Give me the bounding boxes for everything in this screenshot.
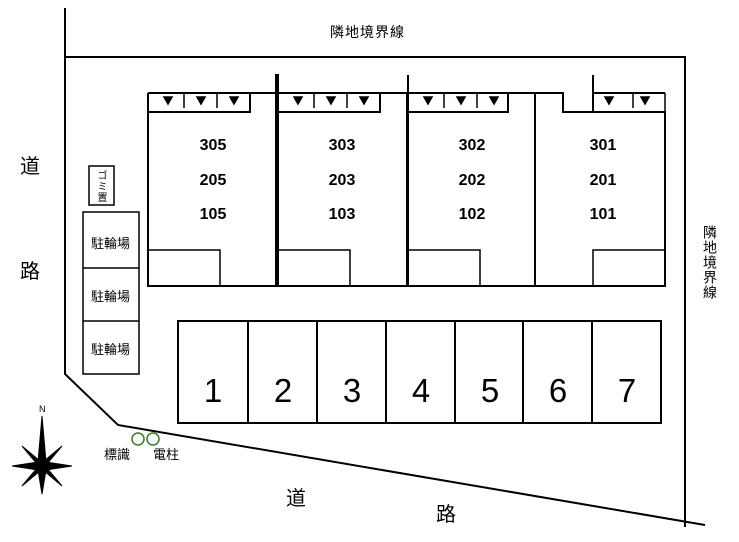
neighbor-boundary-right-label: 隣地境界線 xyxy=(702,225,718,300)
parking-space-number: 7 xyxy=(617,372,637,409)
entrance-markers xyxy=(148,92,666,112)
trash-area-box xyxy=(88,165,115,206)
sign-marker xyxy=(131,432,145,446)
unit-number: 301 xyxy=(589,137,617,154)
neighbor-boundary-top-label: 隣地境界線 xyxy=(330,24,405,40)
compass-rose xyxy=(11,415,73,495)
unit-number: 103 xyxy=(328,206,356,223)
parking-space-number: 2 xyxy=(273,372,293,409)
unit-number: 102 xyxy=(458,206,486,223)
parking-space-number: 4 xyxy=(411,372,431,409)
road-left-char-2: 路 xyxy=(20,261,40,283)
utility-pole-label: 電柱 xyxy=(153,447,180,462)
unit-number: 302 xyxy=(458,137,486,154)
road-left-char-1: 道 xyxy=(20,156,40,178)
site-left-boundary xyxy=(64,57,706,526)
parking-space-number: 6 xyxy=(548,372,568,409)
unit-number: 202 xyxy=(458,172,486,189)
unit-number: 203 xyxy=(328,172,356,189)
bicycle-parking-label-3: 駐輪場 xyxy=(90,342,130,357)
balcony-2 xyxy=(277,249,351,287)
unit-number: 305 xyxy=(199,137,227,154)
bicycle-parking-label-1: 駐輪場 xyxy=(90,236,130,251)
bicycle-parking-label-2: 駐輪場 xyxy=(90,289,130,304)
balcony-3 xyxy=(407,249,481,287)
trash-area-label: ゴミ置 xyxy=(95,170,106,203)
unit-number: 101 xyxy=(589,206,617,223)
balcony-4 xyxy=(592,249,666,287)
bicycle-parking-outline xyxy=(82,211,140,375)
site-boundary-line xyxy=(64,8,686,527)
compass-north-label: N xyxy=(39,404,46,414)
road-bottom-char-2: 路 xyxy=(436,504,456,526)
unit-number: 201 xyxy=(589,172,617,189)
balcony-1 xyxy=(147,249,221,287)
unit-number: 303 xyxy=(328,137,356,154)
sign-label: 標識 xyxy=(104,447,131,462)
road-bottom-char-1: 道 xyxy=(286,488,306,510)
parking-space-number: 3 xyxy=(342,372,362,409)
parking-space-number: 1 xyxy=(203,372,223,409)
parking-space-number: 5 xyxy=(480,372,500,409)
unit-number: 205 xyxy=(199,172,227,189)
unit-number: 105 xyxy=(199,206,227,223)
utility-pole-marker xyxy=(146,432,160,446)
parking-area xyxy=(177,320,662,424)
